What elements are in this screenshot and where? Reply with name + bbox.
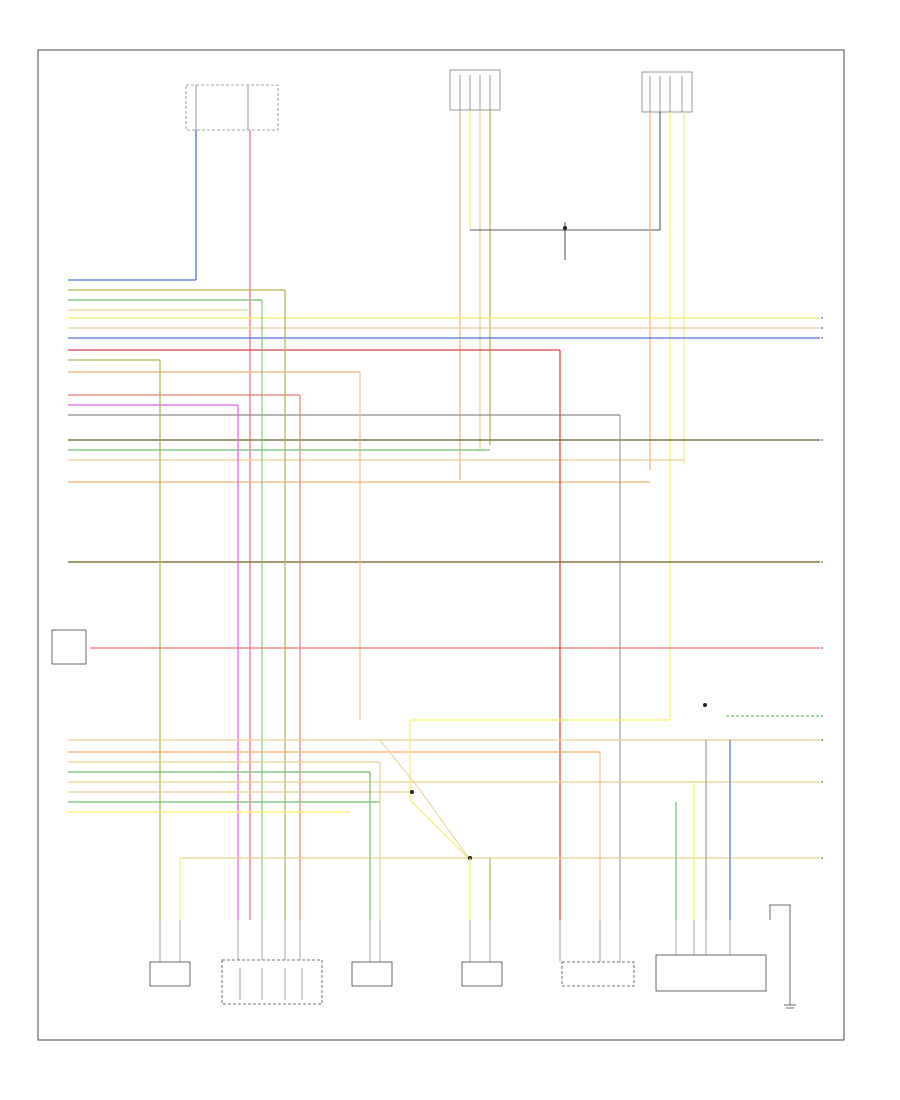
splice-point-1	[410, 790, 414, 794]
wire-splice-diag-2	[379, 739, 471, 861]
component-bottom-1	[149, 961, 191, 987]
splice-point-ground	[563, 226, 567, 230]
ground-symbol-bottom-right	[769, 904, 796, 1009]
module-box-left	[51, 629, 87, 665]
component-bottom-3	[351, 961, 393, 987]
component-bottom-4	[461, 961, 503, 987]
connector-top-right	[641, 71, 693, 113]
fuse-block-top-left	[185, 84, 279, 131]
wire-splice-diag-1	[409, 720, 471, 861]
splice-point-3	[703, 703, 707, 707]
pin-stubs-bottom	[159, 920, 731, 962]
wire-end-marks-right	[821, 317, 823, 859]
component-bottom-6	[655, 954, 767, 992]
diagram-border	[37, 49, 845, 1041]
component-bottom-2	[221, 959, 323, 1005]
connector-top-center	[449, 69, 501, 111]
component-bottom-5	[561, 961, 635, 987]
